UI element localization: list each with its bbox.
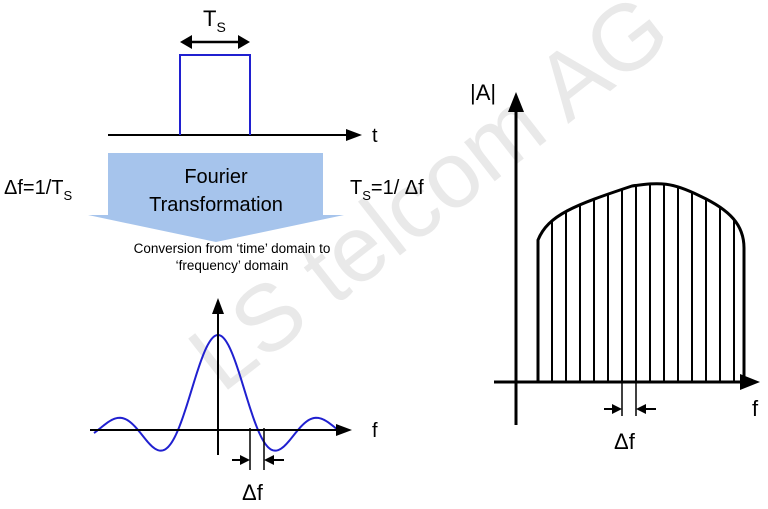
transformation-label-line1: Fourier	[184, 166, 248, 188]
transformation-arrow-shape	[88, 153, 344, 242]
spectrum-delta-f-arrowhead-left	[612, 404, 622, 414]
pulse-width-label-sub: S	[216, 19, 225, 35]
pulse-width-arrowhead-right	[238, 35, 250, 49]
ts-relation: TS=1/ Δf	[350, 177, 424, 203]
time-axis-label: t	[372, 125, 378, 147]
sinc-vertical-arrowhead	[212, 298, 224, 314]
conversion-caption-line1: Conversion from ‘time’ domain to	[134, 241, 331, 256]
sinc-spectrum-graph: f Δf	[90, 298, 378, 505]
time-domain-pulse-graph: t TS	[108, 6, 378, 147]
transformation-label-line2: Transformation	[149, 194, 283, 216]
delta-f-relation-sub: S	[64, 188, 73, 203]
fourier-transformation-arrow: Fourier Transformation	[88, 153, 344, 242]
ts-relation-suffix: =1/ Δf	[371, 177, 424, 199]
spectrum-frequency-label: f	[752, 396, 759, 421]
sinc-frequency-arrowhead	[336, 424, 352, 436]
delta-f-relation: Δf=1/TS	[4, 177, 73, 203]
subcarrier-lines	[551, 183, 735, 382]
conversion-caption-line2: ‘frequency’ domain	[176, 258, 289, 273]
spectrum-delta-f-label: Δf	[614, 429, 636, 454]
magnitude-spectrum-graph: |A| f Δf	[470, 80, 760, 454]
sinc-frequency-label: f	[372, 420, 378, 442]
sinc-delta-f-arrowhead-right	[264, 455, 274, 465]
time-axis-arrowhead	[346, 129, 362, 141]
rect-pulse	[179, 54, 251, 135]
magnitude-axis-label: |A|	[470, 80, 496, 105]
spectrum-delta-f-arrowhead-right	[636, 404, 646, 414]
magnitude-axis-arrowhead	[508, 92, 524, 112]
pulse-width-label: TS	[203, 6, 226, 35]
spectrum-envelope	[536, 182, 746, 382]
ts-relation-sub: S	[362, 188, 371, 203]
spectrum-frequency-arrowhead	[740, 374, 760, 390]
pulse-width-arrowhead-left	[180, 35, 192, 49]
sinc-delta-f-arrowhead-left	[240, 455, 250, 465]
sinc-delta-f-label: Δf	[242, 480, 264, 505]
